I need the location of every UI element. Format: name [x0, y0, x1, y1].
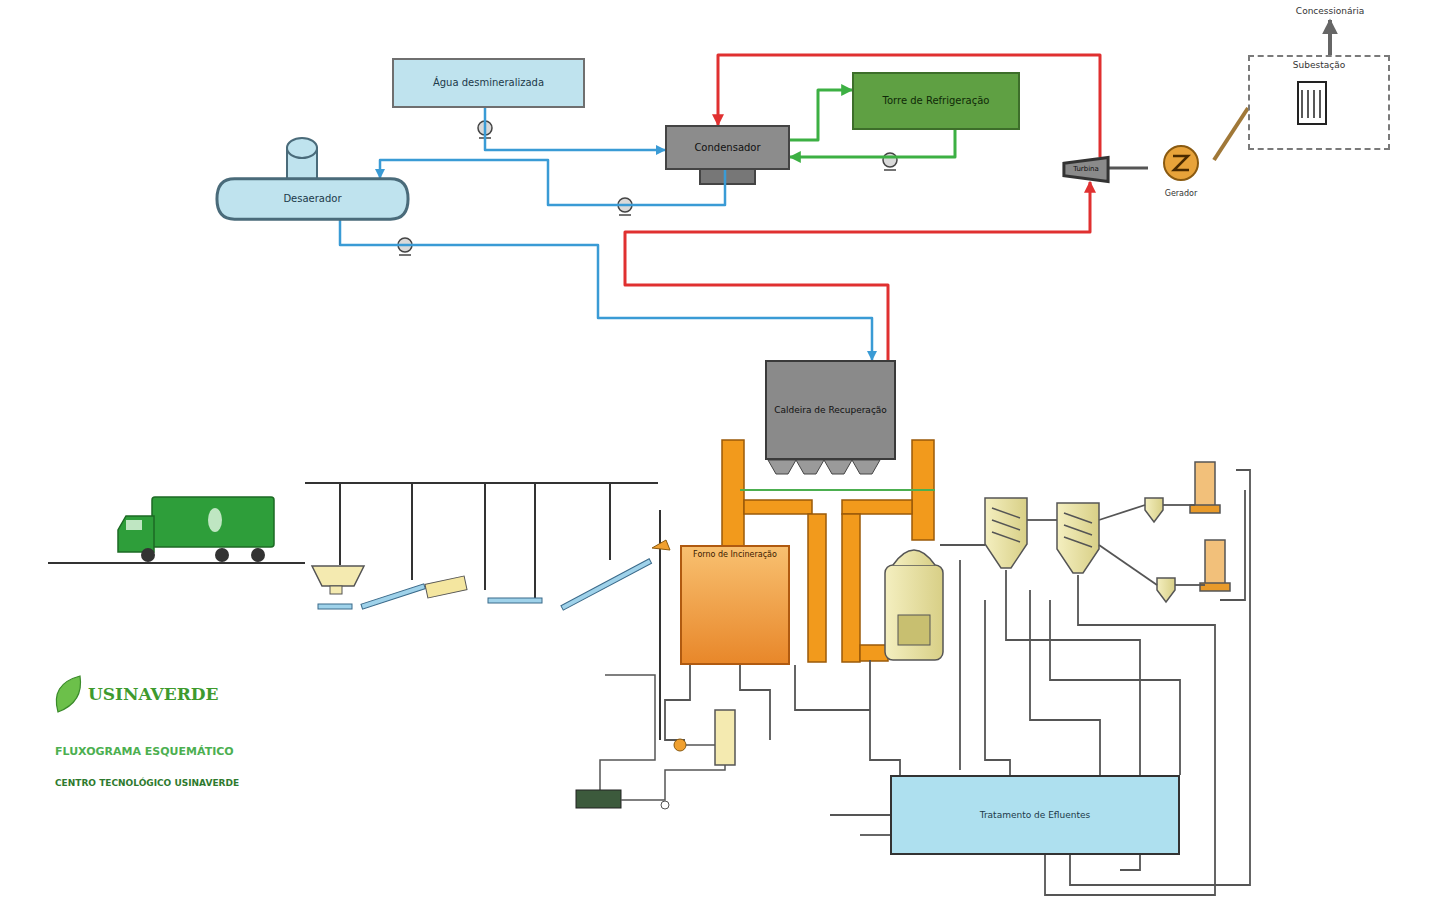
generator-symbol: Gerador: [1148, 143, 1214, 201]
node-text: Desaerador: [283, 193, 341, 205]
deaerator-dome: [287, 138, 317, 180]
node-text: Concessionária: [1296, 6, 1364, 16]
outline-path: [217, 179, 408, 219]
boiler-box: Caldeira de Recuperação: [765, 360, 896, 460]
scrubber-vessel: [885, 550, 943, 660]
outline-path: [1064, 158, 1108, 182]
fan-and-separators: [1145, 462, 1230, 602]
node-text: Torre de Refrigeração: [883, 95, 990, 107]
flow-connector: [625, 182, 1090, 360]
sorting-conveyors: [305, 483, 660, 740]
condenser-hotwell: [700, 168, 755, 184]
incinerator-box: Forno de Incineração: [680, 545, 790, 665]
garbage-truck: [48, 497, 305, 563]
cyclone-towers: [985, 498, 1099, 573]
logo-leaf: [56, 676, 80, 712]
flow-connector: [485, 108, 665, 150]
boiler-hoppers: [768, 460, 880, 474]
flow-connector: [790, 90, 852, 140]
diagram-title: FLUXOGRAMA ESQUEMÁTICO: [55, 745, 234, 758]
flow-connector: [1109, 167, 1148, 170]
condenser-box: Condensador: [665, 125, 790, 170]
tank-box: Água desmineralizada: [392, 58, 585, 108]
pump-symbols: [398, 121, 897, 255]
flow-connector: [1328, 20, 1332, 55]
node-text: Condensador: [694, 142, 760, 154]
node-text: Caldeira de Recuperação: [774, 405, 887, 415]
center-name: CENTRO TECNOLÓGICO USINAVERDE: [55, 778, 239, 788]
transformer-symbol: [1298, 82, 1326, 124]
deaerator-vessel: Desaerador: [215, 178, 410, 220]
generator-body: [1164, 146, 1198, 180]
utility-label: Concessionária: [1282, 2, 1378, 20]
node-text: Tratamento de Efluentes: [980, 810, 1091, 820]
generator-circle: [1161, 143, 1201, 183]
node-text: Forno de Incineração: [693, 550, 777, 559]
node-text: Subestação: [1293, 60, 1345, 70]
flow-connector: [1214, 108, 1248, 160]
flow-connector: [790, 130, 955, 157]
hoppers-and-belts: [312, 540, 670, 610]
logo-text: USINAVERDE: [88, 684, 219, 704]
flow-connector: [340, 220, 872, 360]
green-pipe: [740, 489, 935, 491]
effluent-tank: Tratamento de Efluentes: [890, 775, 1180, 855]
node-text: Água desmineralizada: [433, 77, 544, 89]
cooling-tower-box: Torre de Refrigeração: [852, 72, 1020, 130]
generator-glyph: [1173, 156, 1189, 170]
substation-box: Subestação: [1248, 55, 1390, 150]
node-text: Gerador: [1165, 189, 1198, 198]
node-text: Turbina: [1073, 165, 1099, 173]
turbine-symbol: Turbina: [1063, 157, 1109, 182]
process-piping: [795, 470, 1250, 895]
